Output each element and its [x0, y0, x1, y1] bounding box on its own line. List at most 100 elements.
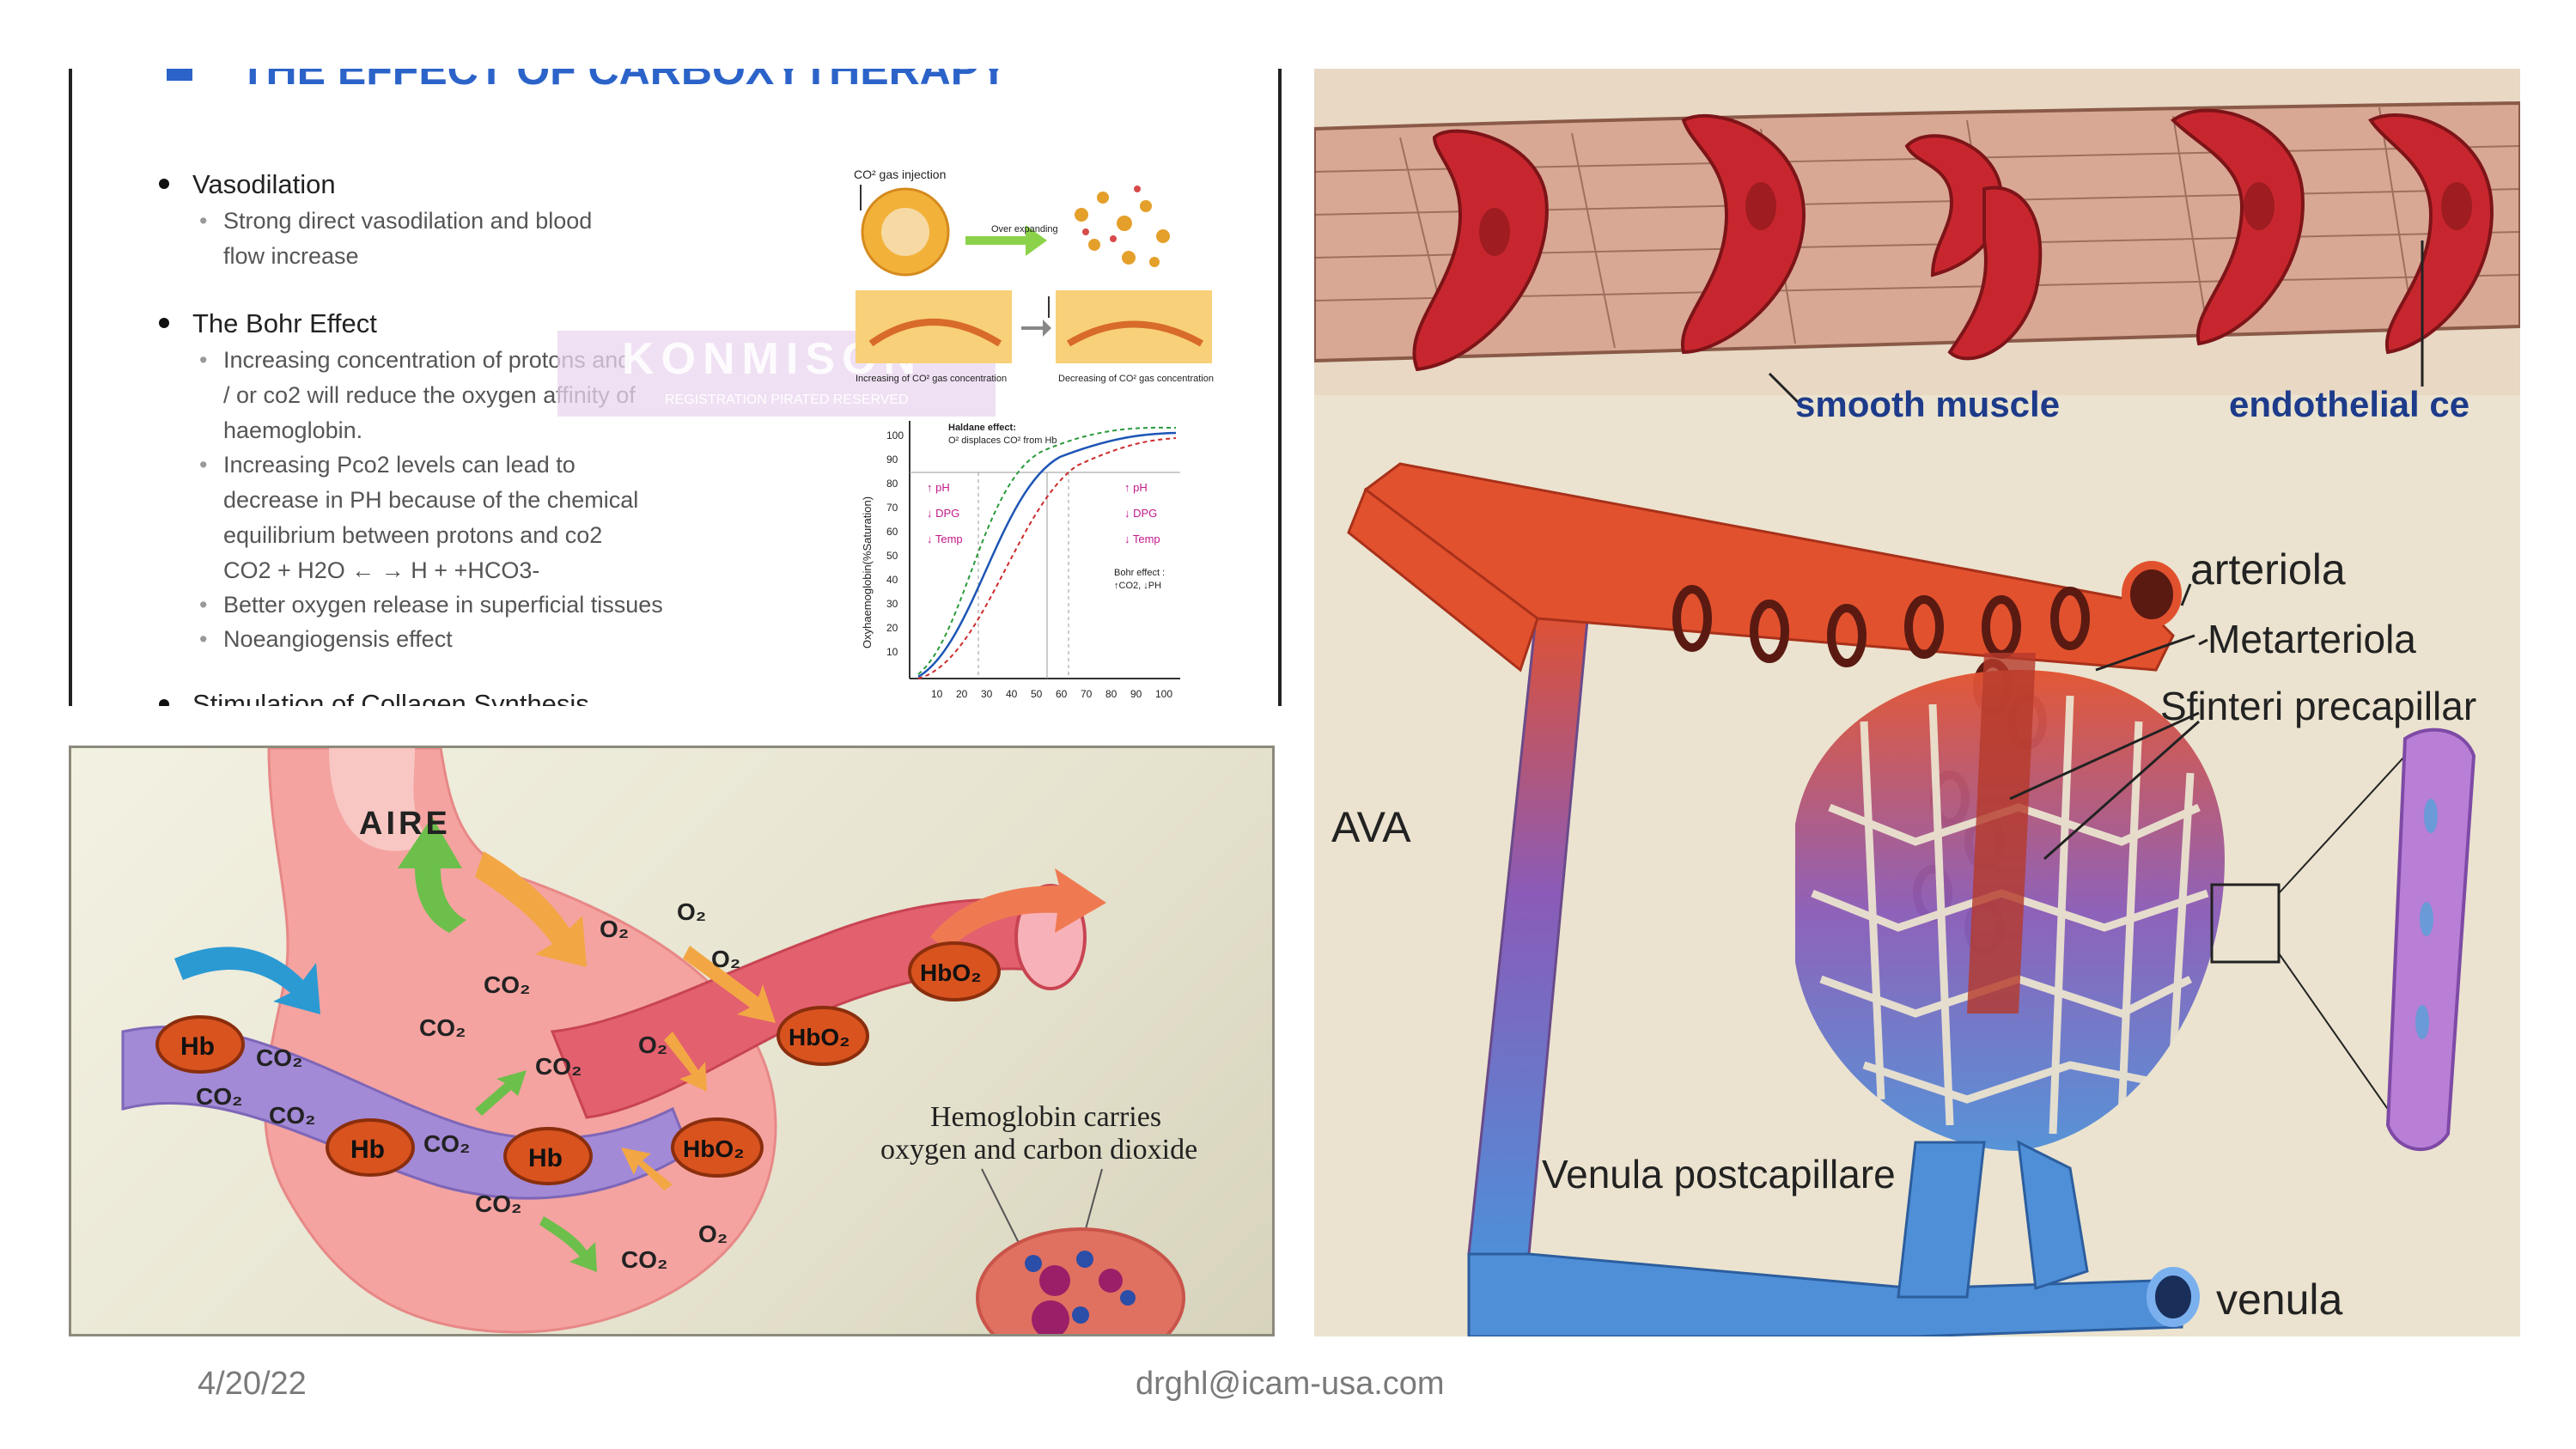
bullet-text: equilibrium between protons and co2 [223, 522, 602, 548]
o2-label: O₂ [638, 1032, 667, 1058]
metarteriola-label: Metarteriola [2208, 617, 2416, 661]
carboxytherapy-text-panel: THE EFFECT OF CARBOXYTHERAPY Vasodilatio… [69, 69, 1282, 706]
co2-label: CO₂ [419, 1014, 466, 1041]
o2-label: O₂ [600, 916, 629, 942]
svg-text:•: • [199, 452, 207, 478]
curve-x-tick: 50 [1031, 688, 1043, 700]
svg-text:Decreasing of CO² gas concentr: Decreasing of CO² gas concentration [1058, 374, 1214, 384]
svg-text:Haldane effect:: Haldane effect: [948, 423, 1016, 433]
co2-injection-figure: CO² gas injection Over expanding Increas… [854, 167, 1214, 384]
venula-opening [2147, 1267, 2200, 1327]
bullet-text: haemoglobin. [223, 417, 362, 443]
curve-x-tick: 10 [931, 688, 943, 700]
ava-label: AVA [1331, 803, 1411, 851]
co2-label: CO₂ [269, 1102, 315, 1129]
smooth-muscle-label: smooth muscle [1795, 384, 2060, 424]
section-heading-vasodilation: Vasodilation [192, 169, 336, 199]
co2-exit-arrow-icon [398, 817, 466, 933]
svg-text:•: • [199, 208, 207, 234]
o2-label: O₂ [711, 946, 740, 972]
o2-enter-arrow-icon [475, 851, 587, 967]
curve-ylabel: Oxyhaemoglobin(%Saturation) [861, 496, 874, 648]
svg-text:↑ pH: ↑ pH [927, 481, 950, 494]
curve-y-tick: 50 [886, 550, 898, 562]
svg-text:↓ Temp: ↓ Temp [927, 533, 963, 545]
svg-text:Hb: Hb [350, 1135, 385, 1164]
venula-label: venula [2216, 1275, 2343, 1324]
bullet-text: Better oxygen release in superficial tis… [223, 592, 663, 618]
svg-text:•: • [199, 592, 207, 618]
hemoglobin-panel: AIRE O₂ O₂ O₂ O₂ O₂ CO₂ CO₂ CO₂ CO₂ CO₂ … [69, 746, 1275, 1336]
svg-text:Hb: Hb [528, 1144, 563, 1172]
curve-x-tick: 70 [1081, 688, 1093, 700]
svg-text:•: • [199, 626, 207, 652]
red-blood-cell-icon [976, 1227, 1185, 1334]
co2-label: CO₂ [196, 1083, 242, 1110]
blood-flow-arrow-icon [930, 868, 1106, 950]
o2-label: O₂ [698, 1221, 728, 1247]
microcirculation-panel: smooth muscle endothelial ce [1314, 69, 2520, 1336]
svg-text:Increasing of CO² gas concentr: Increasing of CO² gas concentration [856, 374, 1007, 384]
svg-text:↓ DPG: ↓ DPG [927, 507, 959, 520]
slide-date: 4/20/22 [198, 1366, 307, 1402]
svg-text:↑CO2, ↓PH: ↑CO2, ↓PH [1114, 581, 1161, 591]
arteriola-label: arteriola [2190, 545, 2346, 594]
co2-label: CO₂ [484, 971, 530, 998]
hemoglobin-caption-line1: Hemoglobin carries [930, 1101, 1161, 1133]
blood-flow-arrow-icon [174, 947, 320, 1014]
svg-text:↓ Temp: ↓ Temp [1124, 533, 1160, 545]
curve-y-tick: 10 [886, 646, 898, 658]
curve-y-tick: 70 [886, 502, 898, 514]
svg-text:O² displaces CO² from Hb: O² displaces CO² from Hb [948, 435, 1057, 446]
svg-text:CO² gas injection: CO² gas injection [854, 167, 946, 181]
molecule-icon [1025, 1251, 1136, 1334]
curve-y-tick: 60 [886, 526, 898, 538]
aire-label: AIRE [359, 806, 451, 842]
endothelial-label: endothelial ce [2229, 384, 2469, 424]
svg-text:HbO₂: HbO₂ [920, 959, 982, 986]
bullet-text: flow increase [223, 243, 359, 269]
co2-label: CO₂ [475, 1190, 521, 1217]
arteriola-opening [2122, 561, 2182, 628]
svg-text:HbO₂: HbO₂ [789, 1024, 850, 1050]
svg-text:Bohr effect :: Bohr effect : [1114, 568, 1165, 578]
bullet-text: Noeangiogensis effect [223, 626, 453, 652]
curve-y-tick: 40 [886, 574, 898, 586]
curve-x-tick: 90 [1130, 688, 1142, 700]
svg-text:↓ DPG: ↓ DPG [1124, 507, 1157, 520]
bullet-dot-icon [159, 179, 169, 189]
zoom-box [2210, 883, 2281, 964]
svg-text:HbO₂: HbO₂ [683, 1135, 745, 1162]
co2-label: CO₂ [535, 1053, 582, 1080]
curve-x-tick: 60 [1056, 688, 1068, 700]
curve-y-tick: 80 [886, 478, 898, 490]
co2-label: CO₂ [423, 1130, 470, 1157]
curve-x-tick: 30 [981, 688, 993, 700]
curve-y-tick: 100 [886, 429, 904, 441]
curve-y-tick: 30 [886, 598, 898, 610]
svg-text:Hb: Hb [180, 1032, 215, 1061]
smooth-muscle-cells [1412, 108, 2494, 372]
bullet-dot-icon [159, 699, 169, 706]
bullet-text: Strong direct vasodilation and blood [223, 208, 592, 234]
hb-molecules: Hb Hb Hb HbO₂ HbO₂ HbO₂ [155, 941, 1001, 1185]
svg-text:•: • [199, 347, 207, 373]
curve-x-tick: 100 [1155, 688, 1172, 700]
curve-x-tick: 40 [1006, 688, 1018, 700]
bullet-dot-icon [159, 318, 169, 328]
bullet-text: decrease in PH because of the chemical [223, 487, 638, 513]
svg-text:↑ pH: ↑ pH [1124, 481, 1148, 494]
capillary-zoom-detail [2385, 728, 2476, 1151]
curve-x-tick: 20 [956, 688, 968, 700]
section-heading-bohr: The Bohr Effect [192, 308, 377, 338]
equation-text: CO2 + H2O ← → H + +HCO3- [223, 557, 539, 583]
curve-y-tick: 90 [886, 454, 898, 466]
watermark-subtext: REGISTRATION PIRATED RESERVED [665, 393, 909, 407]
co2-label: CO₂ [256, 1044, 302, 1071]
o2-label: O₂ [677, 898, 706, 925]
curve-x-tick: 80 [1105, 688, 1117, 700]
slide-email: drghl@icam-usa.com [1136, 1366, 1445, 1402]
title-bullet-icon [167, 69, 192, 81]
arrow-icon [965, 225, 1047, 256]
curve-y-tick: 20 [886, 622, 898, 634]
